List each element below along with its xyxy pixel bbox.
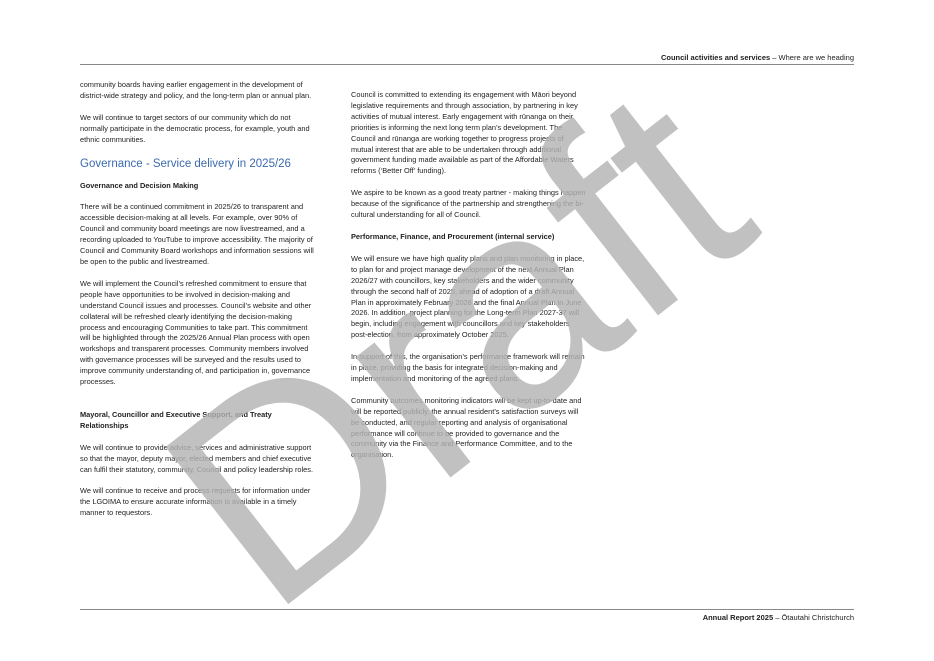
header-section-subtitle: – Where are we heading — [770, 53, 854, 62]
header-section-title: Council activities and services — [660, 53, 771, 62]
footer-report-title: Annual Report 2025 — [702, 613, 774, 622]
paragraph: We will continue to target sectors of ou… — [80, 112, 310, 144]
paragraph: We aspire to be known as a good treaty p… — [351, 188, 586, 220]
subheading-performance-finance-procurement: Performance, Finance, and Procurement (i… — [351, 231, 555, 241]
section-heading-governance: Governance - Service delivery in 2025/26 — [80, 157, 291, 170]
paragraph: community boards having earlier engageme… — [80, 80, 312, 100]
running-footer: Annual Report 2025 – Ōtautahi Christchur… — [703, 613, 854, 622]
paragraph: We will continue to receive and process … — [80, 486, 311, 518]
spacer — [80, 399, 316, 410]
subheading-governance-decision-making: Governance and Decision Making — [80, 180, 199, 190]
running-header: Council activities and services – Where … — [661, 53, 854, 62]
footer-rule — [80, 609, 854, 610]
paragraph: Community outcomes monitoring indicators… — [351, 395, 582, 460]
right-column: Council is committed to extending its en… — [351, 90, 587, 472]
footer-report-subtitle: – Ōtautahi Christchurch — [773, 613, 854, 622]
paragraph: We will continue to provide advice, serv… — [80, 442, 314, 474]
subheading-mayoral-support: Mayoral, Councillor and Executive Suppor… — [80, 409, 272, 430]
left-column: community boards having earlier engageme… — [80, 80, 316, 530]
header-rule — [80, 64, 854, 65]
paragraph: There will be a continued commitment in … — [80, 202, 314, 266]
paragraph: Council is committed to extending its en… — [351, 90, 578, 176]
paragraph: We will ensure we have high quality plan… — [351, 253, 585, 340]
paragraph: We will implement the Council’s refreshe… — [80, 278, 312, 387]
paragraph: In support of this, the organisation’s p… — [351, 352, 585, 383]
